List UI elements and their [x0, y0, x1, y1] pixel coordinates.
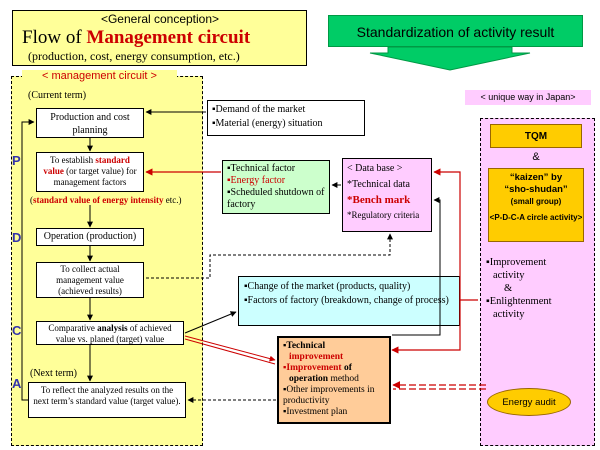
compare-rest: of achieved value vs. planed (target) va…	[55, 323, 172, 344]
pdca-letter-d: D	[12, 230, 22, 245]
improve-l2-cont: operation method	[283, 374, 385, 385]
db-line1: *Technical data	[347, 179, 410, 190]
planning-line2: planning	[72, 125, 108, 136]
banner-arrow	[369, 46, 531, 71]
market-box: ▪Demand of the market ▪Material (energy)…	[207, 100, 365, 136]
step-planning: Production and cost planning	[36, 108, 144, 138]
step-compare: Comparative analysis of achieved value v…	[36, 321, 184, 345]
change-line1: ▪Change of the market (products, quality…	[244, 281, 411, 292]
collect-line1: To collect actual	[60, 264, 120, 274]
planning-line1: Production and cost	[50, 112, 130, 123]
improve-l2a: ▪Improvement	[283, 363, 342, 373]
act2b: activity	[493, 309, 525, 320]
collect-line2: management value	[56, 275, 124, 285]
tech-line1: ▪Technical factor	[227, 163, 296, 174]
improvement-box: ▪Technical improvement ▪Improvement of o…	[277, 336, 391, 424]
title-main: Flow of Management circuit	[22, 27, 302, 49]
standard-pre: To establish	[50, 155, 96, 165]
change-box: ▪Change of the market (products, quality…	[238, 276, 460, 326]
act1a: ▪Improvement	[486, 257, 547, 268]
kaizen-line4: <P-D-C-A circle activity>	[489, 213, 583, 222]
title-box	[12, 10, 307, 66]
kaizen-box: “kaizen” by “sho-shudan” (small group) <…	[488, 168, 584, 242]
title-scope: (production, cost, energy consumption, e…	[28, 49, 240, 63]
tqm-text: TQM	[524, 131, 548, 142]
tqm-box: TQM	[490, 124, 582, 148]
pdca-letter-a: A	[12, 376, 22, 391]
standardization-banner: Standardization of activity result	[328, 15, 583, 47]
energy-audit-ellipse: Energy audit	[487, 388, 571, 416]
step-reflect: To reflect the analyzed results on the n…	[28, 382, 186, 418]
reflect-text: To reflect the analyzed results on the n…	[33, 385, 181, 406]
energy-intensity-post: etc.)	[163, 195, 182, 205]
improve-l2c: operation	[289, 374, 329, 384]
db-line2: *Bench mark	[347, 194, 411, 206]
energy-audit-text: Energy audit	[502, 397, 556, 408]
step-collect: To collect actual management value (achi…	[36, 262, 144, 298]
next-term-label: (Next term)	[30, 368, 77, 379]
tech-line2: ▪Energy factor	[227, 175, 286, 186]
energy-intensity-note: (standard value of energy intensity etc.…	[30, 195, 210, 205]
market-line2: ▪Material (energy) situation	[212, 118, 323, 129]
standard-red: standard value	[43, 155, 130, 176]
title-subtitle: <General conception>	[100, 12, 220, 26]
improve-l2d: method	[328, 374, 359, 384]
market-line1: ▪Demand of the market	[212, 104, 306, 115]
technical-factor-box: ▪Technical factor ▪Energy factor ▪Schedu…	[222, 160, 330, 214]
current-term-label: (Current term)	[28, 90, 87, 101]
improve-l2b: of	[341, 363, 352, 373]
energy-intensity-red: standard value of energy intensity	[33, 195, 164, 205]
db-line3: *Regulatory criteria	[347, 210, 420, 220]
improve-l2: ▪Improvement of	[283, 363, 385, 374]
act-amp: &	[504, 283, 513, 294]
pdca-letter-p: P	[12, 153, 21, 168]
banner-text: Standardization of activity result	[356, 24, 555, 40]
japan-label: < unique way in Japan>	[465, 90, 591, 105]
kaizen-line2: “sho-shudan”	[504, 184, 568, 195]
tech-line3: ▪Scheduled shutdown of factory	[227, 187, 325, 210]
circuit-label: < management circuit >	[22, 70, 177, 82]
compare-pre: Comparative	[48, 323, 98, 333]
improve-l1a: ▪Technical	[283, 341, 326, 351]
japan-amp: &	[532, 151, 540, 163]
improve-l3: ▪Other improvements in productivity	[283, 385, 375, 406]
change-line2: ▪Factors of factory (breakdown, change o…	[244, 295, 449, 306]
act1b: activity	[493, 270, 525, 281]
kaizen-line3: (small group)	[510, 197, 562, 206]
step-operation: Operation (production)	[36, 228, 144, 246]
db-title: < Data base >	[347, 163, 403, 174]
compare-bold: analysis	[97, 323, 128, 333]
database-box: < Data base > *Technical data *Bench mar…	[342, 158, 432, 232]
improve-l1b: improvement	[289, 352, 344, 362]
standard-rest: (or target value) for management factors	[53, 166, 137, 187]
improve-l4: ▪Investment plan	[283, 407, 348, 417]
collect-line3: (achieved results)	[58, 286, 122, 296]
pdca-letter-c: C	[12, 323, 22, 338]
japan-activities: ▪Improvement activity & ▪Enlightenment a…	[486, 256, 590, 321]
operation-text: Operation (production)	[43, 231, 137, 242]
title-prefix: Flow of	[22, 27, 87, 48]
step-standard-value: To establish standard value (or target v…	[36, 152, 144, 192]
title-emphasis: Management circuit	[86, 27, 251, 48]
kaizen-line1: “kaizen” by	[509, 172, 563, 183]
act2a: ▪Enlightenment	[486, 296, 552, 307]
